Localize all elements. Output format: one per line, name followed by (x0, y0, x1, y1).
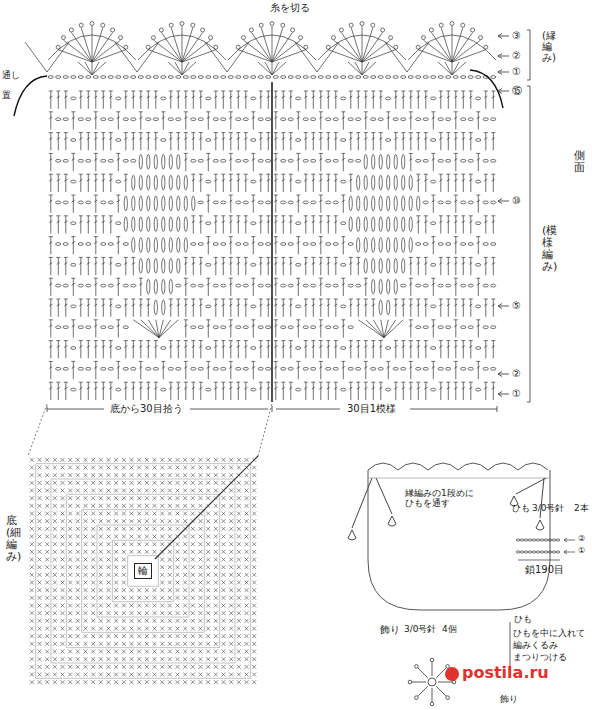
callout-number: ⑩ (512, 195, 521, 207)
section-label: (縁編み) (542, 30, 552, 63)
ornament-bell (536, 520, 544, 530)
instruction-note: 編みくるみ (513, 640, 558, 650)
ring-start-box: 輪 (134, 563, 152, 579)
callout-number: ③ (512, 30, 521, 42)
callout-number: ⑤ (512, 300, 521, 312)
node-text: 輪 (138, 565, 148, 576)
leader-line (28, 404, 272, 456)
part-label: ひも (514, 614, 532, 624)
quantity: 4個 (442, 624, 457, 634)
part-label: 飾り (500, 694, 518, 704)
bag-edge-row (368, 478, 550, 479)
callout-number: ② (578, 534, 585, 543)
callout-number: ② (512, 368, 521, 380)
instruction-note: ひもを中に入れて (513, 628, 585, 638)
drawstring-line (14, 76, 47, 116)
callout-number: ⑮ (512, 85, 522, 97)
watermark-logo (445, 667, 459, 681)
section-label: 底(細編み) (6, 515, 17, 563)
ornament-bell (348, 530, 356, 540)
callout-number: ① (512, 388, 521, 400)
bag-scallop (368, 463, 548, 470)
instruction-note: 縁編みの1段めに ひもを通す (405, 488, 485, 509)
chain-symbols (516, 538, 575, 560)
ornament-bell (388, 516, 396, 526)
callout-number: ① (512, 66, 521, 78)
callout-number: ① (578, 546, 585, 555)
hook-size: 3/0号針 (532, 503, 564, 513)
part-label: ひも (512, 503, 530, 513)
stitch-count: 鎖190目 (525, 564, 564, 576)
join-line (271, 82, 273, 402)
hook-size: 3/0号針 (404, 624, 436, 634)
instruction-note: まつりつける (513, 652, 567, 662)
bag-outline (368, 470, 550, 610)
dimension-label: 底から30目拾う (108, 403, 185, 415)
part-label: 飾り (380, 624, 400, 636)
drawstring-line (470, 70, 503, 108)
edging-symbols (25, 22, 496, 79)
cord-line (352, 478, 546, 528)
dimension-label: 30目1模様 (345, 403, 398, 415)
edge-note: 通し (0, 70, 22, 80)
quantity: 2本 (574, 503, 589, 513)
increase-line (155, 456, 258, 559)
edge-note: 置 (0, 90, 13, 100)
callout-number: ② (512, 50, 521, 62)
section-label: 側面 (574, 150, 585, 174)
section-label: (模様編み) (542, 225, 553, 273)
watermark: postila.ru (462, 664, 549, 682)
cut-yarn-note: 糸を切る (268, 2, 312, 14)
bracket-line (47, 30, 530, 412)
